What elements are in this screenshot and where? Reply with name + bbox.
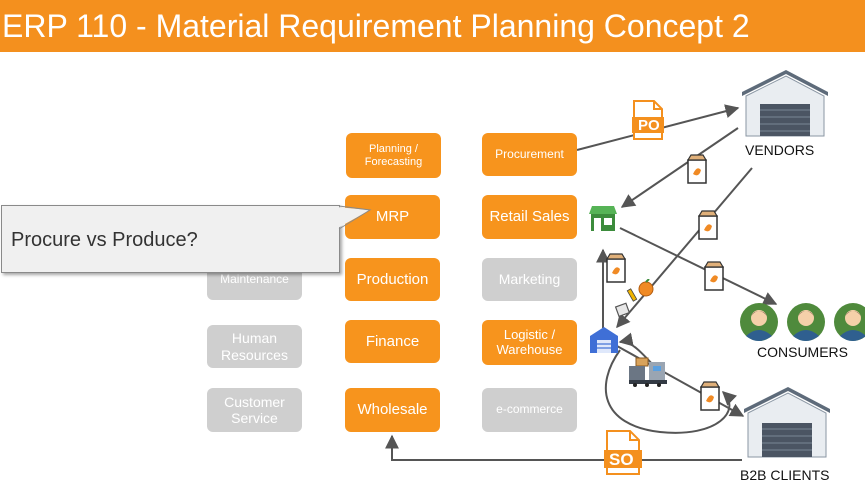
module-production[interactable]: Production: [345, 258, 440, 301]
module-finance[interactable]: Finance: [345, 320, 440, 363]
vendors-label: VENDORS: [745, 142, 815, 158]
module-retail-sales[interactable]: Retail Sales: [482, 195, 577, 239]
product-package-icon-4: [703, 261, 725, 291]
distribution-warehouse-icon: [590, 327, 618, 353]
po-document-icon: [632, 100, 664, 140]
product-package-icon-3: [605, 253, 627, 283]
module-marketing-label: Marketing: [498, 271, 561, 288]
module-human-resources-label: Human Resources: [221, 330, 288, 363]
module-ecommerce-label: e-commerce: [496, 402, 563, 417]
module-mrp[interactable]: MRP: [345, 195, 440, 239]
vendors-warehouse-icon: [742, 70, 828, 137]
module-planning-forecasting[interactable]: Planning / Forecasting: [346, 133, 441, 178]
arrow-production-loop: [604, 349, 737, 434]
consumers-icon: [740, 303, 865, 341]
module-maintenance-label: Maintenance: [220, 272, 289, 287]
b2b-clients-warehouse-icon: [744, 387, 830, 458]
module-production-label: Production: [356, 270, 429, 288]
po-label: PO: [638, 117, 660, 134]
arrow-vendors-to-warehouse: [616, 167, 753, 329]
callout-text: Procure vs Produce?: [11, 229, 198, 251]
callout-box: Procure vs Produce?: [1, 205, 340, 273]
module-human-resources[interactable]: Human Resources: [207, 325, 302, 368]
module-logistic-warehouse-label: Logistic / Warehouse: [496, 326, 563, 357]
module-wholesale[interactable]: Wholesale: [345, 388, 440, 432]
module-finance-label: Finance: [365, 332, 420, 350]
module-ecommerce[interactable]: e-commerce: [482, 388, 577, 432]
module-marketing[interactable]: Marketing: [482, 258, 577, 301]
retail-store-icon: [589, 206, 617, 231]
module-customer-service-label: Customer Service: [224, 393, 285, 426]
tools-icon: [614, 288, 638, 318]
module-customer-service[interactable]: Customer Service: [207, 388, 302, 432]
b2b-clients-label: B2B CLIENTS: [740, 467, 830, 483]
module-wholesale-label: Wholesale: [357, 401, 428, 419]
title-bar: ERP 110 - Material Requirement Planning …: [0, 0, 865, 52]
callout-pointer: [336, 205, 372, 230]
module-logistic-warehouse[interactable]: Logistic / Warehouse: [482, 320, 577, 365]
consumers-label: CONSUMERS: [757, 344, 849, 360]
product-package-icon-5: [699, 381, 721, 411]
production-machine-icon: [629, 357, 667, 387]
so-document-icon: [604, 430, 642, 475]
orange-fruit-icon: [638, 279, 654, 297]
arrow-so-to-wholesale: [385, 434, 742, 461]
page-title: ERP 110 - Material Requirement Planning …: [2, 8, 750, 44]
module-mrp-label: MRP: [375, 208, 410, 226]
arrow-vendors-to-retail: [620, 127, 739, 208]
module-retail-sales-label: Retail Sales: [489, 208, 570, 226]
product-package-icon-2: [697, 210, 719, 240]
product-package-icon-1: [686, 154, 708, 184]
so-label: SO: [609, 450, 634, 469]
module-planning-forecasting-label: Planning / Forecasting: [364, 142, 423, 168]
module-procurement[interactable]: Procurement: [482, 133, 577, 176]
module-procurement-label: Procurement: [495, 146, 564, 161]
arrow-retail-to-consumers: [619, 227, 778, 305]
